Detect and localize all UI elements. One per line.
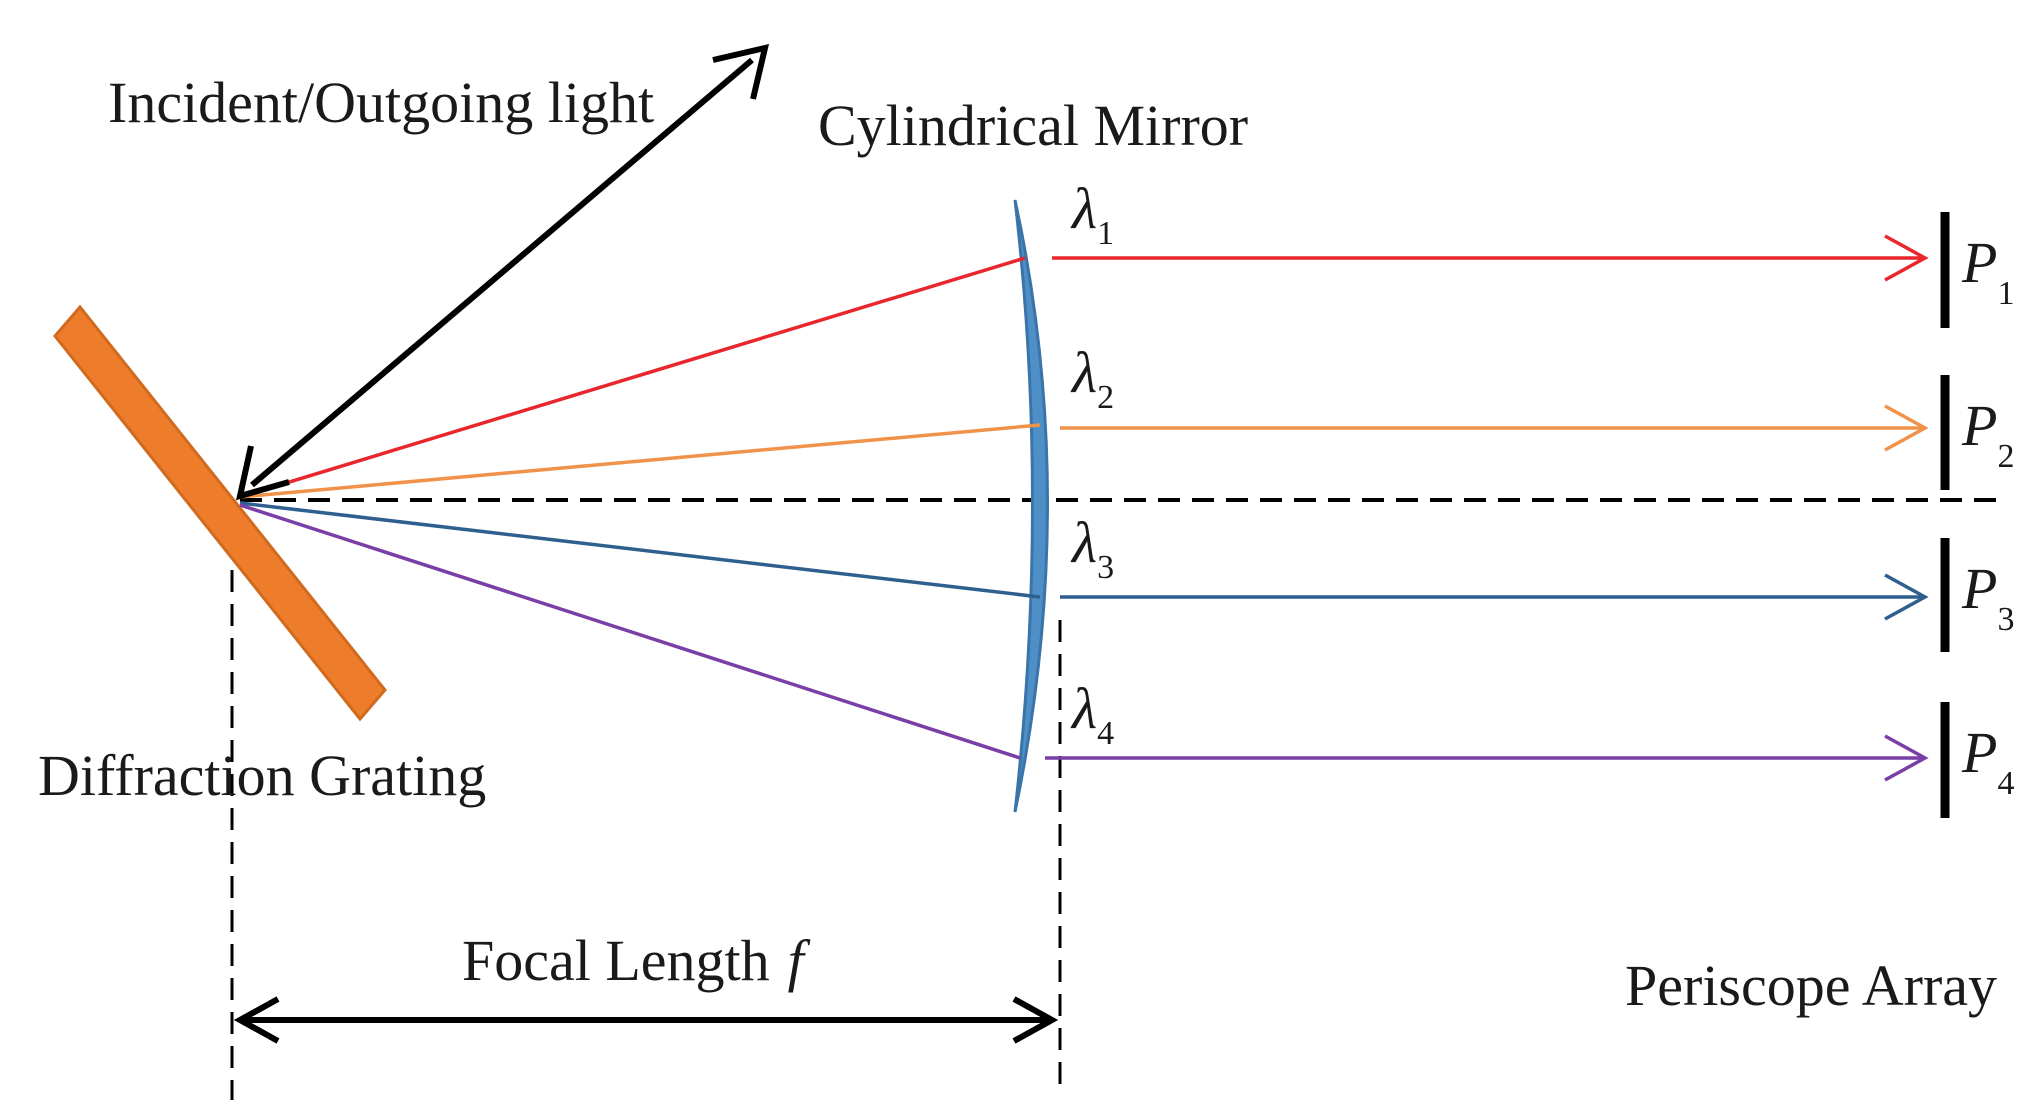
wavelength-label-3: λ3	[1070, 510, 1114, 586]
beam-3-arrowhead	[1884, 573, 1929, 621]
wavelength-index-2: 2	[1097, 379, 1114, 416]
focal-length-symbol: f	[788, 928, 811, 993]
periscope-label-1: P1	[1961, 230, 2014, 312]
incident-arrowhead	[235, 445, 290, 501]
beam-1-incident-ray	[239, 256, 1026, 499]
periscope-symbol-2: P	[1961, 393, 1997, 458]
beam-2	[239, 404, 1929, 499]
wavelength-label-4: λ4	[1070, 676, 1114, 752]
focal-length-text: Focal Length	[462, 928, 770, 993]
outgoing-arrowhead	[712, 43, 770, 100]
periscope-index-3: 3	[1997, 601, 2014, 638]
periscope-index-1: 1	[1997, 275, 2014, 312]
beam-4-arrowhead	[1884, 734, 1929, 782]
wavelength-symbol-1: λ	[1070, 176, 1097, 241]
periscope-symbol-3: P	[1961, 556, 1997, 621]
beam-2-incident-ray	[239, 423, 1041, 499]
beam-1	[239, 234, 1929, 499]
mirror-label: Cylindrical Mirror	[818, 93, 1248, 158]
incident-outgoing-arrow	[250, 57, 754, 488]
wavelength-symbol-2: λ	[1070, 340, 1097, 405]
grating-label: Diffraction Grating	[38, 743, 486, 808]
periscope-symbol-4: P	[1961, 720, 1997, 785]
periscope-label-3: P3	[1961, 556, 2014, 638]
periscope-symbol-1: P	[1961, 230, 1997, 295]
focal-length-label: Focal Length f	[462, 928, 811, 993]
wavelength-index-3: 3	[1097, 549, 1114, 586]
focal-arrowhead-left	[233, 996, 280, 1044]
cylindrical-mirror	[1013, 199, 1049, 813]
wavelength-symbol-4: λ	[1070, 676, 1097, 741]
beam-3	[239, 501, 1929, 621]
wavelength-symbol-3: λ	[1070, 510, 1097, 575]
incident-light-label: Incident/Outgoing light	[108, 70, 654, 135]
periscope-index-2: 2	[1997, 438, 2014, 475]
periscope-array-label: Periscope Array	[1625, 953, 1997, 1018]
periscope-label-4: P4	[1961, 720, 2014, 802]
beam-3-incident-ray	[239, 501, 1041, 599]
beam-2-arrowhead	[1884, 404, 1929, 452]
periscope-index-4: 4	[1997, 765, 2014, 802]
wavelength-label-2: λ2	[1070, 340, 1114, 416]
diffraction-grating	[53, 304, 387, 722]
beam-4	[239, 503, 1929, 782]
wavelength-label-1: λ1	[1070, 176, 1114, 252]
periscope-label-2: P2	[1961, 393, 2014, 475]
wavelength-index-1: 1	[1097, 215, 1114, 252]
focal-arrowhead-right	[1012, 996, 1059, 1044]
wavelength-index-4: 4	[1097, 715, 1114, 752]
beam-4-incident-ray	[239, 503, 1021, 760]
beam-1-arrowhead	[1884, 234, 1929, 282]
